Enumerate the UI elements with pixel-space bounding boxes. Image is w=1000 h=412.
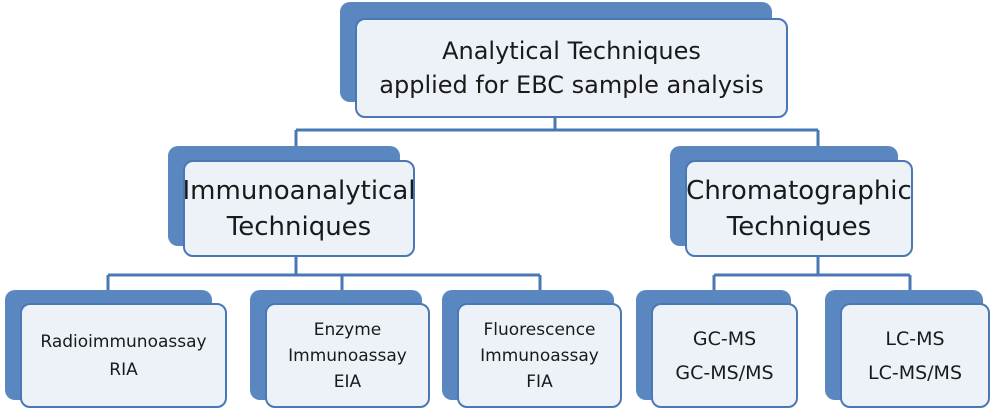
immunoanalytical-line-1: Immunoanalytical	[182, 175, 416, 206]
fia-line-1: Fluorescence	[483, 319, 596, 340]
immunoanalytical-box: Immunoanalytical Techniques	[182, 160, 416, 257]
root-box: Analytical Techniques applied for EBC sa…	[355, 18, 788, 118]
ria-box: Radioimmunoassay RIA	[20, 303, 227, 408]
root-title-line-1: Analytical Techniques	[442, 37, 701, 65]
root-title-line-2: applied for EBC sample analysis	[379, 71, 764, 99]
gcms-line-2: GC-MS/MS	[675, 361, 774, 384]
lcms-line-1: LC-MS	[885, 327, 945, 350]
immunoanalytical-line-2: Techniques	[226, 211, 372, 242]
eia-line-1: Enzyme	[313, 319, 382, 340]
ria-line-2: RIA	[109, 359, 138, 380]
ria-line-1: Radioimmunoassay	[40, 331, 207, 352]
fia-line-3: FIA	[526, 371, 553, 392]
gcms-line-1: GC-MS	[692, 327, 757, 350]
eia-box: Enzyme Immunoassay EIA	[265, 303, 430, 408]
eia-line-2: Immunoassay	[288, 345, 407, 366]
fia-box: Fluorescence Immunoassay FIA	[457, 303, 622, 408]
eia-line-3: EIA	[333, 371, 362, 392]
chromatographic-line-2: Techniques	[726, 211, 872, 242]
chromatographic-box: Chromatographic Techniques	[685, 160, 913, 257]
lcms-box: LC-MS LC-MS/MS	[840, 303, 990, 408]
lcms-line-2: LC-MS/MS	[867, 361, 963, 384]
fia-line-2: Immunoassay	[480, 345, 599, 366]
gcms-box: GC-MS GC-MS/MS	[651, 303, 798, 408]
chromatographic-line-1: Chromatographic	[686, 175, 912, 206]
